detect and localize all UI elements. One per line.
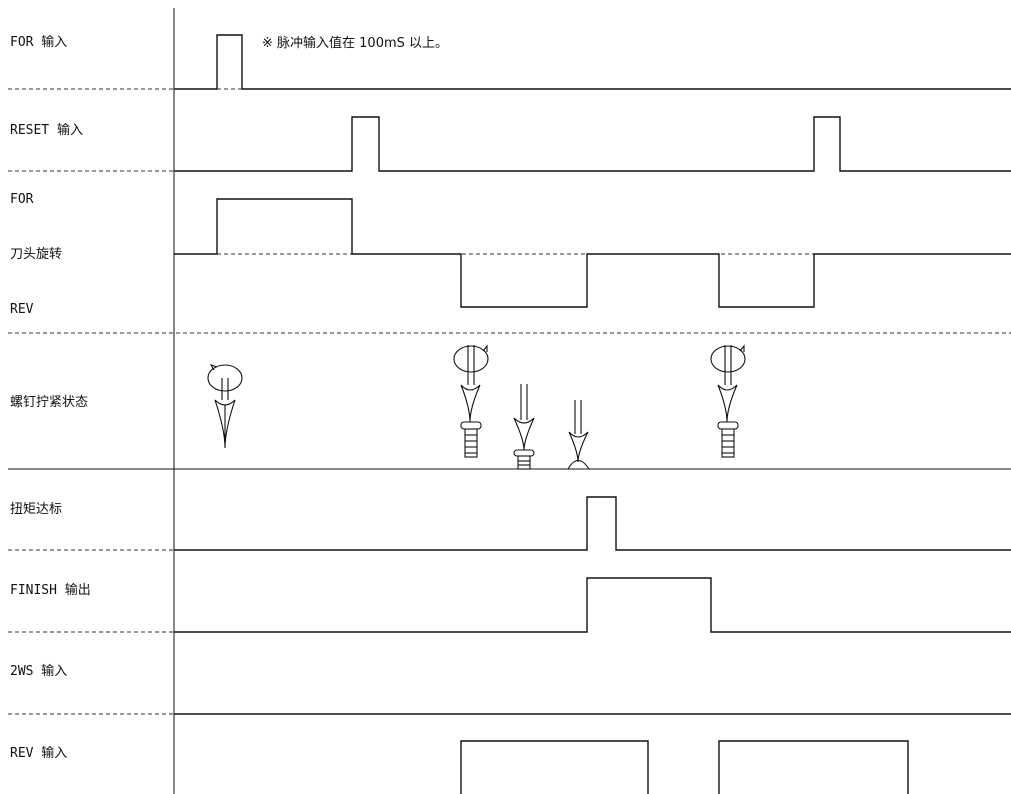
screwdriver-screw-seated-icon bbox=[513, 384, 535, 470]
rev-input-waveform bbox=[460, 740, 649, 794]
row-label-rotation-rev: REV bbox=[10, 302, 34, 317]
screwdriver-tightened-icon bbox=[567, 400, 590, 470]
row-label-reset-input: RESET 输入 bbox=[10, 122, 83, 138]
screwdriver-rotating-icon bbox=[207, 364, 243, 449]
rev-input-waveform bbox=[718, 740, 909, 794]
row-label-screw-state: 螺钉拧紧状态 bbox=[10, 395, 88, 410]
row-label-torque-reached: 扭矩达标 bbox=[10, 502, 62, 517]
row-label-rotation-for: FOR bbox=[10, 192, 34, 207]
for-input-waveform bbox=[174, 34, 1011, 90]
pulse-note: ※ 脉冲输入值在 100mS 以上。 bbox=[262, 35, 448, 51]
screwdriver-with-screw-rotating-icon bbox=[710, 344, 746, 458]
torque-reached-waveform bbox=[174, 496, 1011, 551]
row-label-rev-input: REV 输入 bbox=[10, 745, 67, 761]
reset-input-waveform bbox=[174, 116, 1011, 172]
row-label-for-input: FOR 输入 bbox=[10, 34, 67, 50]
finish-output-waveform bbox=[174, 577, 1011, 633]
row-label-rotation: 刀头旋转 bbox=[10, 247, 62, 262]
row-label-2ws-input: 2WS 输入 bbox=[10, 663, 67, 679]
screwdriver-with-screw-rotating-icon bbox=[453, 344, 489, 458]
rotation-waveform bbox=[174, 198, 1011, 308]
row-label-finish-output: FINISH 输出 bbox=[10, 582, 91, 598]
